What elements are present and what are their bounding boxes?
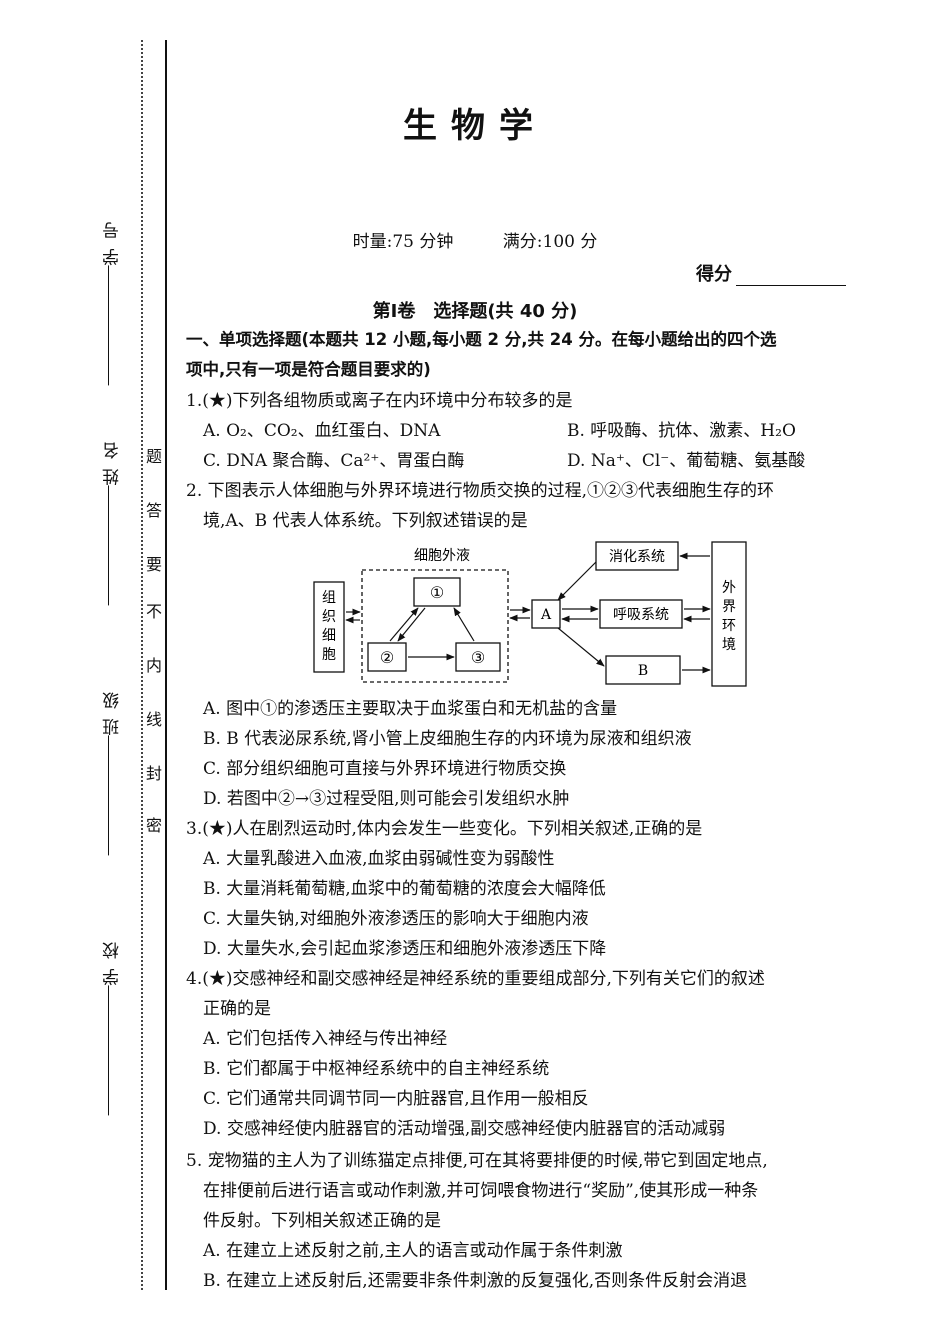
seal-char: 密 [145, 816, 162, 835]
node-3-label: ③ [471, 648, 485, 667]
part-instructions: 一、单项选择题(本题共 12 小题,每小题 2 分,共 24 分。在每小题给出的… [186, 330, 777, 349]
seal-char: 题 [145, 447, 162, 466]
seal-char: 线 [145, 710, 162, 729]
tissue-cell-label: 细 [322, 628, 336, 644]
external-box [711, 541, 747, 687]
arrow-digestive-to-a [557, 561, 597, 601]
node-b-box [605, 655, 681, 685]
option-a[interactable]: A. 它们包括传入神经与传出神经 [203, 1029, 448, 1049]
question-stem-cont: 件反射。下列相关叙述正确的是 [203, 1211, 441, 1231]
arrow-a-to-b [557, 627, 605, 667]
option-c[interactable]: C. DNA 聚合酶、Ca²⁺、胃蛋白酶 [203, 451, 465, 471]
node-b-label: B [638, 663, 648, 679]
exam-time: 时量:75 分钟 [352, 232, 454, 252]
question-stem-cont: 正确的是 [203, 999, 271, 1019]
tissue-cell-label: 织 [322, 609, 336, 625]
option-b[interactable]: B. 它们都属于中枢神经系统中的自主神经系统 [203, 1059, 550, 1079]
external-label: 境 [722, 637, 736, 653]
exam-info: 时量:75 分钟 满分:100 分 [0, 227, 950, 252]
exchange-diagram: 组 织 细 胞 细胞外液 ① ② ③ A 消化系统 呼吸系统 [313, 541, 747, 687]
option-b[interactable]: B. B 代表泌尿系统,肾小管上皮细胞生存的内环境为尿液和组织液 [203, 729, 692, 749]
option-d[interactable]: D. 交感神经使内脏器官的活动增强,副交感神经使内脏器官的活动减弱 [203, 1119, 726, 1139]
cropped-header-line [290, 30, 750, 44]
question-stem: 4.(★)交感神经和副交感神经是神经系统的重要组成部分,下列有关它们的叙述 [186, 969, 765, 989]
option-a[interactable]: A. 图中①的渗透压主要取决于血浆蛋白和无机盐的含量 [203, 699, 618, 719]
question-stem: 3.(★)人在剧烈运动时,体内会发生一些变化。下列相关叙述,正确的是 [186, 819, 703, 839]
option-b[interactable]: B. 大量消耗葡萄糖,血浆中的葡萄糖的浓度会大幅降低 [203, 879, 606, 899]
field-school[interactable]: 学 校 [100, 940, 130, 1116]
digestive-label: 消化系统 [609, 549, 665, 565]
option-a[interactable]: A. O₂、CO₂、血红蛋白、DNA [203, 421, 441, 441]
seal-char: 答 [145, 501, 162, 520]
question-stem: 5. 宠物猫的主人为了训练猫定点排便,可在其将要排便的时候,带它到固定地点, [186, 1151, 768, 1171]
extracellular-box [361, 569, 509, 683]
external-label: 外 [722, 580, 736, 596]
external-label: 环 [722, 618, 736, 634]
option-c[interactable]: C. 部分组织细胞可直接与外界环境进行物质交换 [203, 759, 567, 779]
field-name[interactable]: 姓 名 [100, 440, 130, 606]
page-title: 生物学 [403, 106, 547, 146]
arrow-3-to-1 [453, 607, 475, 642]
option-b[interactable]: B. 呼吸酶、抗体、激素、H₂O [567, 421, 796, 441]
option-c[interactable]: C. 大量失钠,对细胞外液渗透压的影响大于细胞内液 [203, 909, 589, 929]
field-class[interactable]: 班 级 [100, 690, 130, 856]
part-instructions-cont: 项中,只有一项是符合题目要求的) [186, 360, 431, 379]
option-a[interactable]: A. 在建立上述反射之前,主人的语言或动作属于条件刺激 [203, 1241, 623, 1261]
option-d[interactable]: D. Na⁺、Cl⁻、葡萄糖、氨基酸 [567, 451, 806, 471]
question-stem: 1.(★)下列各组物质或离子在内环境中分布较多的是 [186, 391, 573, 411]
node-3-box [455, 642, 501, 672]
seal-char: 封 [145, 764, 162, 783]
node-2-box [367, 642, 407, 672]
node-1-label: ① [430, 583, 444, 602]
extracellular-label: 细胞外液 [414, 548, 470, 564]
tissue-cell-label: 胞 [322, 647, 336, 663]
score-field[interactable]: 得分 [696, 260, 846, 286]
arrow-2-to-1 [389, 607, 419, 642]
option-a[interactable]: A. 大量乳酸进入血液,血浆由弱碱性变为弱酸性 [203, 849, 555, 869]
seal-char: 不 [145, 602, 162, 621]
node-1-box [413, 577, 461, 607]
digestive-box [595, 541, 679, 571]
node-a-box [531, 599, 561, 629]
option-c[interactable]: C. 它们通常共同调节同一内脏器官,且作用一般相反 [203, 1089, 589, 1109]
node-a-label: A [540, 607, 552, 623]
external-label: 界 [722, 599, 736, 615]
respiratory-box [599, 599, 683, 629]
question-stem-cont: 在排便前后进行语言或动作刺激,并可饲喂食物进行“奖励”,使其形成一种条 [203, 1181, 759, 1201]
tissue-cell-box [313, 581, 345, 673]
binding-dotted-line [141, 40, 143, 1290]
binding-line [165, 40, 167, 1290]
exam-full-score: 满分:100 分 [502, 232, 598, 252]
node-2-label: ② [380, 648, 394, 667]
section-title: 第Ⅰ卷 选择题(共 40 分) [372, 301, 578, 322]
score-blank[interactable] [736, 267, 846, 286]
seal-char: 内 [145, 656, 162, 675]
option-d[interactable]: D. 若图中②→③过程受阻,则可能会引发组织水肿 [203, 789, 570, 809]
arrow-1-to-2 [397, 607, 426, 642]
option-d[interactable]: D. 大量失水,会引起血浆渗透压和细胞外液渗透压下降 [203, 939, 607, 959]
question-stem: 2. 下图表示人体细胞与外界环境进行物质交换的过程,①②③代表细胞生存的环 [186, 481, 775, 501]
seal-char: 要 [145, 555, 162, 574]
respiratory-label: 呼吸系统 [613, 607, 669, 623]
tissue-cell-label: 组 [322, 590, 336, 606]
option-b[interactable]: B. 在建立上述反射后,还需要非条件刺激的反复强化,否则条件反射会消退 [203, 1271, 748, 1291]
question-stem-cont: 境,A、B 代表人体系统。下列叙述错误的是 [203, 511, 528, 531]
